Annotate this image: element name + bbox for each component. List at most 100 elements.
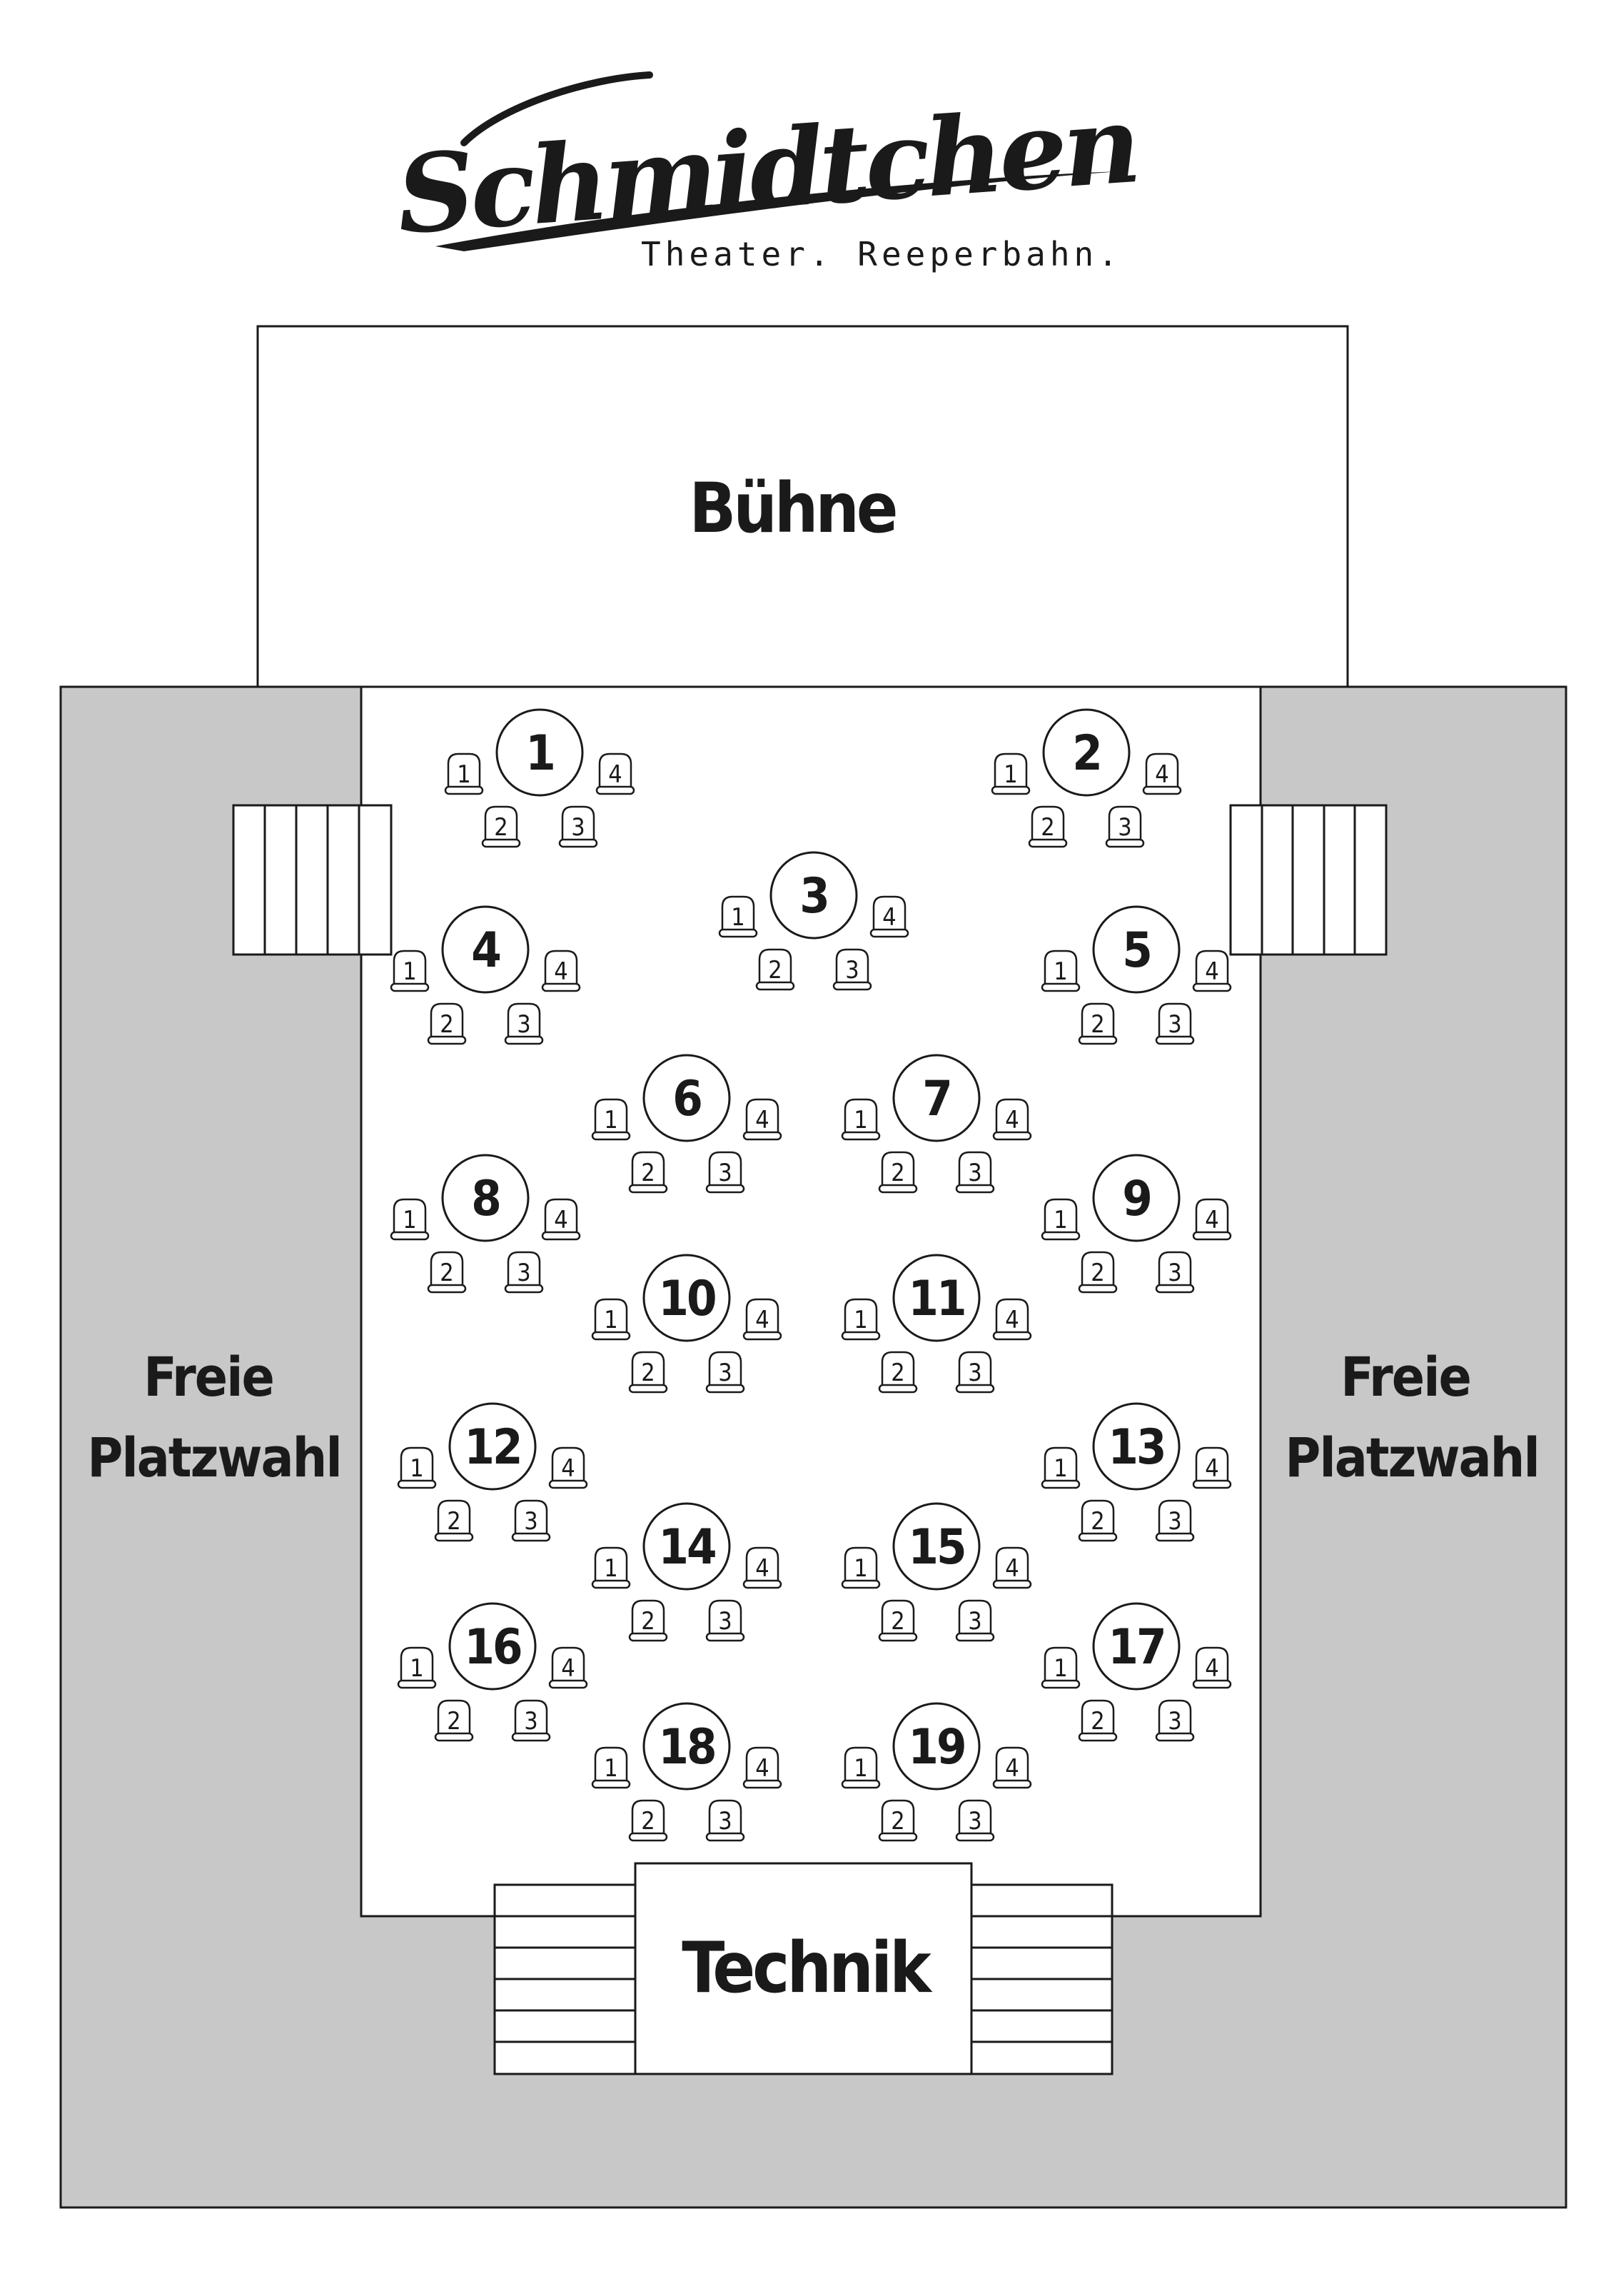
table-circle[interactable] <box>495 708 584 797</box>
chair[interactable]: 2 <box>628 1151 668 1194</box>
chair[interactable]: 3 <box>955 1151 995 1194</box>
table-circle[interactable] <box>448 1602 537 1691</box>
table-circle[interactable] <box>642 1254 731 1342</box>
chair[interactable]: 4 <box>1192 950 1232 992</box>
chair[interactable]: 1 <box>1041 950 1081 992</box>
chair[interactable]: 2 <box>878 1151 918 1194</box>
chair[interactable]: 1 <box>841 1098 881 1141</box>
table-circle[interactable] <box>1092 1402 1181 1491</box>
chair[interactable]: 3 <box>1155 1699 1195 1742</box>
table-circle[interactable] <box>642 1054 731 1142</box>
chair[interactable]: 1 <box>591 1746 631 1789</box>
chair[interactable]: 3 <box>1155 1251 1195 1294</box>
chair[interactable]: 4 <box>742 1098 782 1141</box>
chair[interactable]: 4 <box>992 1098 1032 1141</box>
chair[interactable]: 3 <box>1155 1499 1195 1542</box>
table-circle[interactable] <box>448 1402 537 1491</box>
chair[interactable]: 2 <box>628 1599 668 1642</box>
chair[interactable]: 2 <box>481 805 521 848</box>
chair[interactable]: 1 <box>390 1198 430 1241</box>
chair[interactable]: 1 <box>718 895 758 938</box>
chair[interactable]: 4 <box>992 1546 1032 1589</box>
chair[interactable]: 4 <box>742 1746 782 1789</box>
chair[interactable]: 1 <box>397 1446 437 1489</box>
chair[interactable]: 3 <box>504 1251 544 1294</box>
chair[interactable]: 1 <box>841 1298 881 1341</box>
chair[interactable]: 2 <box>434 1699 474 1742</box>
chair[interactable]: 4 <box>992 1298 1032 1341</box>
chair[interactable]: 1 <box>1041 1446 1081 1489</box>
table-circle[interactable] <box>642 1502 731 1591</box>
chair[interactable]: 2 <box>1078 1699 1118 1742</box>
chair[interactable]: 2 <box>434 1499 474 1542</box>
chair[interactable]: 1 <box>841 1746 881 1789</box>
chair[interactable]: 2 <box>427 1251 467 1294</box>
chair[interactable]: 4 <box>541 950 581 992</box>
chair[interactable]: 4 <box>595 752 635 795</box>
chair[interactable]: 3 <box>955 1351 995 1394</box>
chair[interactable]: 3 <box>705 1151 745 1194</box>
chair[interactable]: 1 <box>1041 1646 1081 1689</box>
chair[interactable]: 2 <box>628 1351 668 1394</box>
chair[interactable]: 4 <box>1192 1646 1232 1689</box>
chair[interactable]: 3 <box>832 948 872 991</box>
chair[interactable]: 2 <box>755 948 795 991</box>
table-circle[interactable] <box>892 1254 981 1342</box>
chair[interactable]: 3 <box>511 1699 551 1742</box>
chair[interactable]: 2 <box>878 1351 918 1394</box>
chair[interactable]: 1 <box>841 1546 881 1589</box>
chair[interactable]: 2 <box>1078 1002 1118 1045</box>
chair[interactable]: 2 <box>878 1799 918 1842</box>
chair[interactable]: 4 <box>1192 1446 1232 1489</box>
chair[interactable]: 3 <box>955 1599 995 1642</box>
chair[interactable]: 4 <box>869 895 909 938</box>
chair[interactable]: 3 <box>705 1799 745 1842</box>
chair[interactable]: 1 <box>397 1646 437 1689</box>
chair[interactable]: 1 <box>390 950 430 992</box>
table-circle[interactable] <box>1092 1154 1181 1242</box>
chair[interactable]: 4 <box>1192 1198 1232 1241</box>
chair[interactable]: 2 <box>1078 1251 1118 1294</box>
chair[interactable]: 2 <box>878 1599 918 1642</box>
chair[interactable]: 3 <box>1155 1002 1195 1045</box>
table-circle[interactable] <box>892 1054 981 1142</box>
chair[interactable]: 4 <box>742 1546 782 1589</box>
chair[interactable]: 1 <box>591 1546 631 1589</box>
chair[interactable]: 1 <box>591 1098 631 1141</box>
table-circle[interactable] <box>769 851 858 940</box>
chair[interactable]: 4 <box>541 1198 581 1241</box>
chair[interactable]: 4 <box>548 1446 588 1489</box>
chair[interactable]: 1 <box>991 752 1031 795</box>
chair[interactable]: 2 <box>1078 1499 1118 1542</box>
table-circle[interactable] <box>441 905 530 994</box>
chair[interactable]: 3 <box>955 1799 995 1842</box>
table-circle[interactable] <box>892 1702 981 1791</box>
chair[interactable]: 1 <box>591 1298 631 1341</box>
chair[interactable]: 3 <box>705 1351 745 1394</box>
chair[interactable]: 3 <box>705 1599 745 1642</box>
chair[interactable]: 3 <box>558 805 598 848</box>
chair[interactable]: 1 <box>1041 1198 1081 1241</box>
chair[interactable]: 1 <box>444 752 484 795</box>
chair[interactable]: 4 <box>992 1746 1032 1789</box>
chair[interactable]: 4 <box>548 1646 588 1689</box>
chair[interactable]: 2 <box>628 1799 668 1842</box>
chair[interactable]: 2 <box>427 1002 467 1045</box>
